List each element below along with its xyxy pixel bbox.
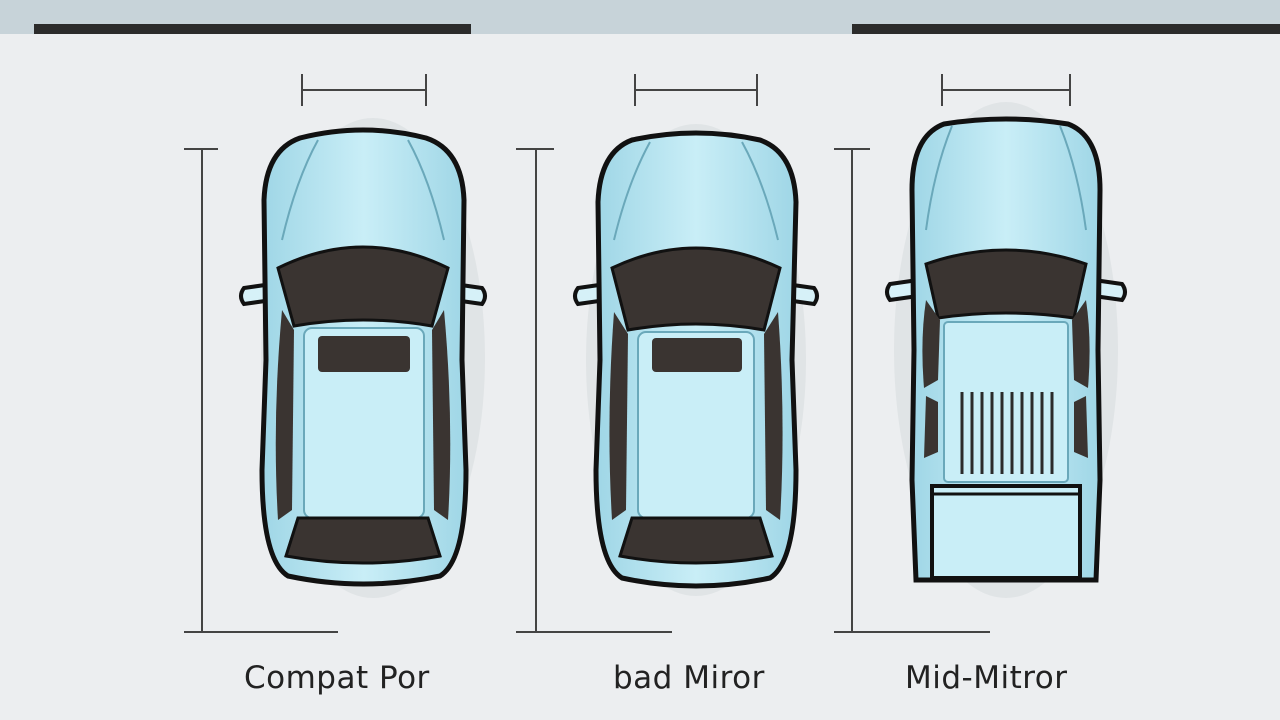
car-1-icon — [239, 118, 487, 598]
car-2-icon — [573, 124, 819, 596]
car-2-label: bad Miror — [613, 660, 765, 696]
car-1-dimensions — [184, 74, 427, 633]
top-bar-left — [34, 24, 471, 34]
car-3-dimensions — [834, 74, 1071, 633]
car-3-icon — [885, 102, 1127, 598]
car-1-label: Compat Por — [244, 660, 430, 696]
top-bar-right — [852, 24, 1280, 34]
car-2-dimensions — [516, 74, 758, 633]
car-3-label: Mid-Mitror — [905, 660, 1068, 696]
